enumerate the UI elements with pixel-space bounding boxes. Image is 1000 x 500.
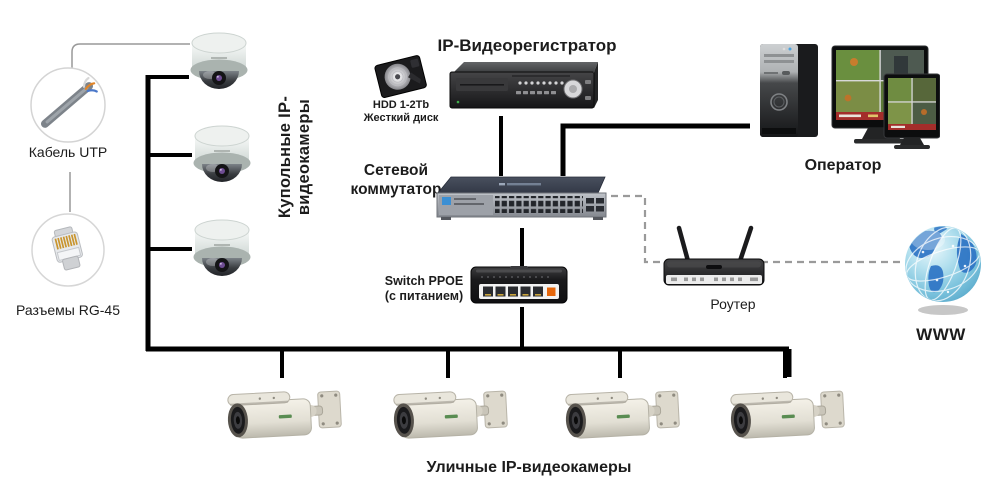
- hdd-icon: [372, 55, 430, 106]
- bullet-camera-icon-1: [219, 384, 344, 457]
- globe-icon: [901, 222, 985, 327]
- switch-operator-line: [560, 123, 750, 176]
- router-icon: [658, 221, 770, 302]
- hdd-label-line1: HDD 1-2Tb: [372, 99, 430, 111]
- hdd-label-line2: Жесткий диск: [363, 112, 439, 124]
- utp-cable-icon: [29, 66, 107, 149]
- www-label: WWW: [916, 325, 966, 344]
- network-switch-label-line2: коммутатор: [350, 180, 442, 198]
- poe-switch-label: Switch PPOE (с питанием): [385, 274, 464, 304]
- dvr-title: IP-Видеорегистратор: [437, 36, 617, 55]
- utp-callout-line: [71, 43, 190, 75]
- bullet-camera-icon-3: [557, 384, 682, 457]
- operator-workstation-icon: [748, 40, 941, 155]
- operator-label: Оператор: [804, 157, 882, 174]
- network-switch-icon: [435, 175, 611, 232]
- dome-camera-icon-1: [187, 30, 251, 107]
- network-switch-label: Сетевой коммутатор: [351, 162, 442, 199]
- bullet-camera-icon-2: [385, 384, 510, 457]
- router-label: Роутер: [710, 296, 756, 312]
- dome-cameras-label: Купольные IP-видеокамеры: [276, 95, 313, 219]
- bullet-camera-icon-4: [722, 384, 847, 457]
- dome-camera-icon-3: [190, 217, 254, 294]
- dvr-icon: [446, 58, 602, 119]
- network-switch-label-line1: Сетевой: [363, 162, 429, 179]
- internet-dashed-line: [611, 194, 901, 264]
- utp-cable-label: Кабель UTP: [28, 144, 108, 160]
- poe-switch-label-line2: (с питанием): [384, 289, 464, 303]
- rj45-connector-label: Разъемы RG-45: [16, 302, 120, 318]
- outdoor-cameras-label: Уличные IP-видеокамеры: [426, 459, 632, 476]
- poe-switch-label-line1: Switch PPOE: [384, 274, 464, 288]
- hdd-label: HDD 1-2Tb Жесткий диск: [364, 99, 439, 125]
- dome-camera-icon-2: [190, 123, 254, 200]
- poe-switch-icon: [466, 263, 572, 314]
- rj45-connector-icon: [30, 212, 106, 293]
